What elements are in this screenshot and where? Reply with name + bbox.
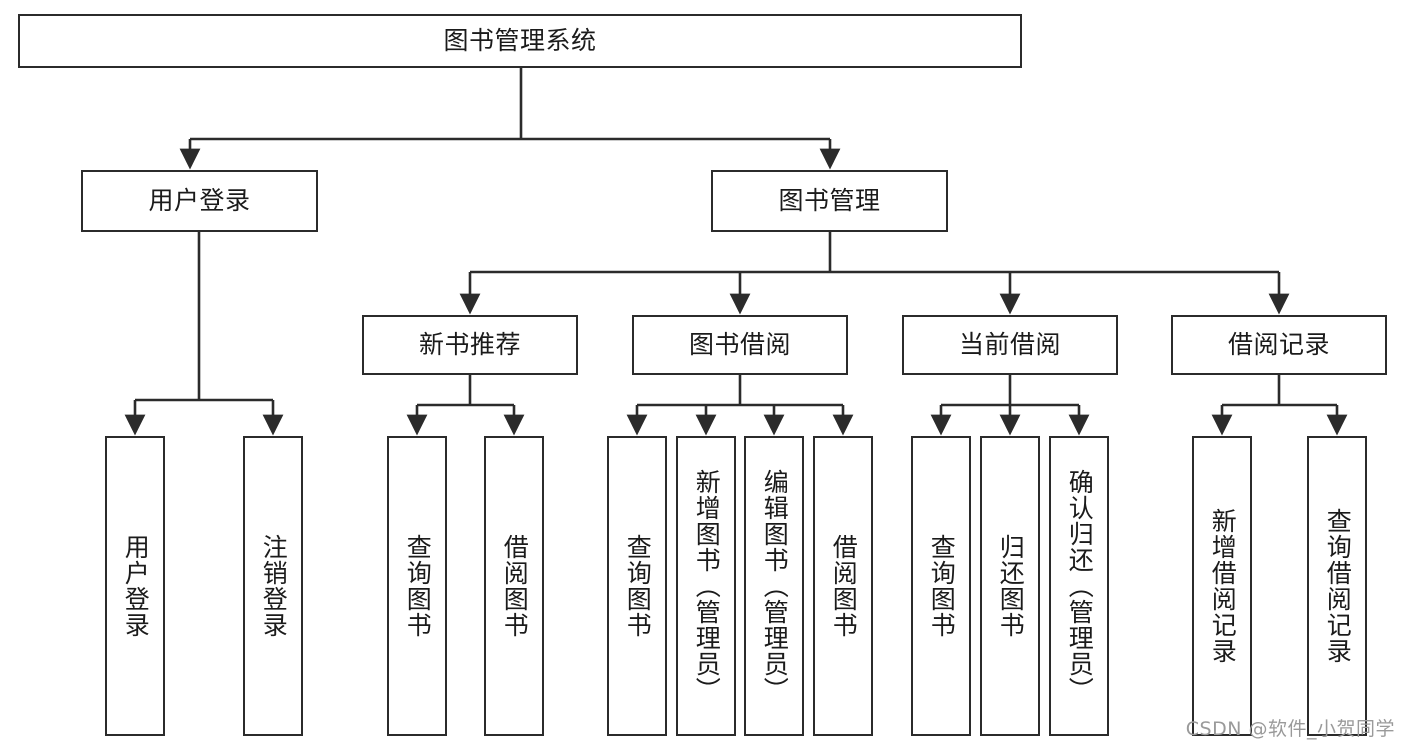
leaf-return-book[interactable]: 归还图书 [980, 436, 1040, 736]
node-user-login-label: 用户登录 [148, 186, 251, 216]
leaf-edit-book-admin-label: 编辑图书（管理员） [760, 469, 790, 703]
leaf-query-book-recommend-label: 查询图书 [403, 534, 433, 638]
leaf-edit-book-admin[interactable]: 编辑图书（管理员） [744, 436, 804, 736]
leaf-user-login-label: 用户登录 [121, 534, 151, 638]
node-book-borrow-label: 图书借阅 [688, 330, 791, 360]
leaf-confirm-return-admin[interactable]: 确认归还（管理员） [1049, 436, 1109, 736]
node-borrow-records-label: 借阅记录 [1227, 330, 1330, 360]
leaf-add-borrow-record-label: 新增借阅记录 [1208, 508, 1238, 664]
node-book-management[interactable]: 图书管理 [711, 170, 948, 232]
leaf-query-book-borrow-label: 查询图书 [623, 534, 653, 638]
leaf-logout[interactable]: 注销登录 [243, 436, 303, 736]
leaf-user-login[interactable]: 用户登录 [105, 436, 165, 736]
leaf-query-borrow-record-label: 查询借阅记录 [1323, 508, 1353, 664]
node-root-label: 图书管理系统 [443, 26, 597, 56]
node-book-borrow[interactable]: 图书借阅 [632, 315, 848, 375]
leaf-borrow-book-label: 借阅图书 [829, 534, 859, 638]
leaf-query-borrow-record[interactable]: 查询借阅记录 [1307, 436, 1367, 736]
leaf-query-book-current[interactable]: 查询图书 [911, 436, 971, 736]
leaf-borrow-book-recommend-label: 借阅图书 [500, 534, 530, 638]
watermark-text: CSDN @软件_小贺同学 [1185, 718, 1395, 740]
leaf-logout-label: 注销登录 [259, 534, 289, 638]
node-borrow-records[interactable]: 借阅记录 [1171, 315, 1387, 375]
leaf-borrow-book-recommend[interactable]: 借阅图书 [484, 436, 544, 736]
node-new-book-recommend-label: 新书推荐 [418, 330, 521, 360]
leaf-query-book-borrow[interactable]: 查询图书 [607, 436, 667, 736]
node-current-borrow-label: 当前借阅 [958, 330, 1061, 360]
leaf-confirm-return-admin-label: 确认归还（管理员） [1065, 469, 1095, 703]
node-root[interactable]: 图书管理系统 [18, 14, 1022, 68]
node-new-book-recommend[interactable]: 新书推荐 [362, 315, 578, 375]
node-user-login[interactable]: 用户登录 [81, 170, 318, 232]
leaf-add-book-admin-label: 新增图书（管理员） [692, 469, 722, 703]
leaf-add-book-admin[interactable]: 新增图书（管理员） [676, 436, 736, 736]
node-current-borrow[interactable]: 当前借阅 [902, 315, 1118, 375]
leaf-return-book-label: 归还图书 [996, 534, 1026, 638]
leaf-query-book-current-label: 查询图书 [927, 534, 957, 638]
leaf-query-book-recommend[interactable]: 查询图书 [387, 436, 447, 736]
node-book-management-label: 图书管理 [778, 186, 881, 216]
leaf-borrow-book[interactable]: 借阅图书 [813, 436, 873, 736]
leaf-add-borrow-record[interactable]: 新增借阅记录 [1192, 436, 1252, 736]
